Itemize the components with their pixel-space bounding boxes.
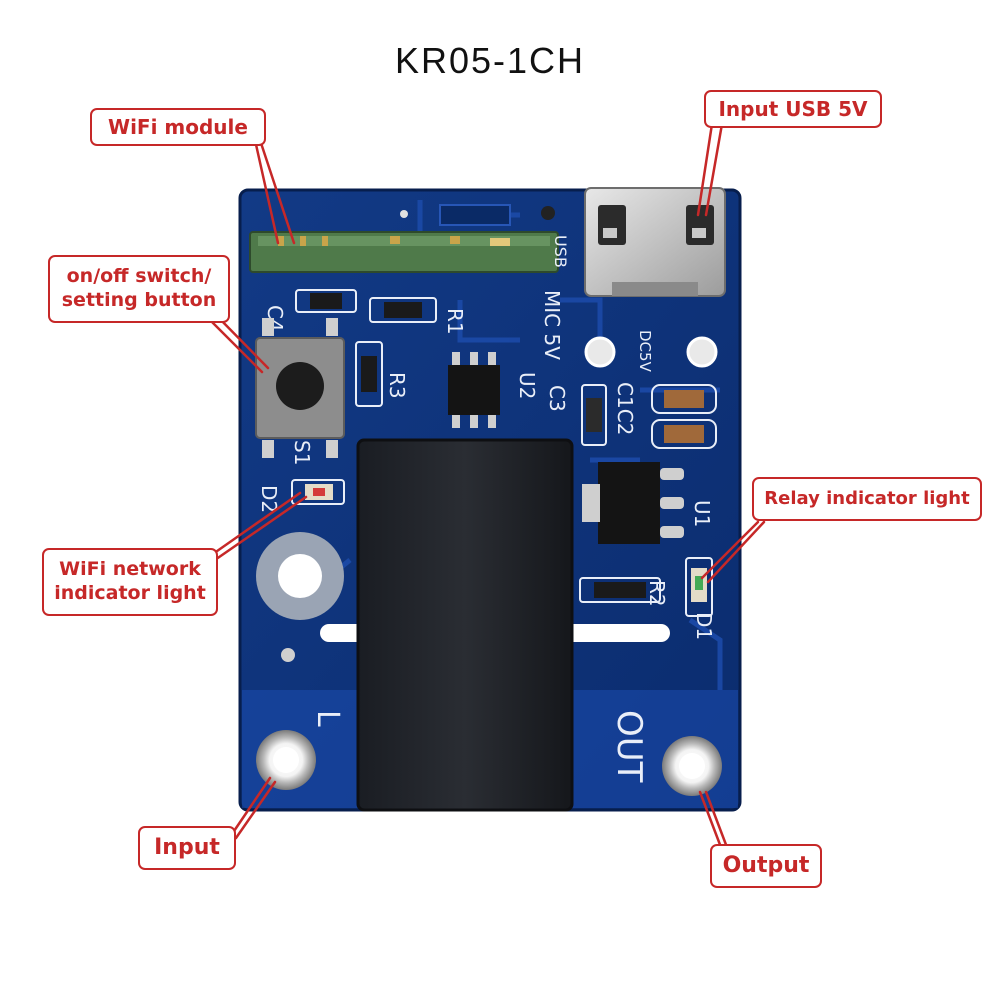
- callout-wifi-module-label: WiFi module: [108, 114, 248, 139]
- callout-input-label: Input: [154, 835, 220, 861]
- callout-input-usb: Input USB 5V: [704, 90, 882, 128]
- svg-text:R1: R1: [443, 308, 467, 335]
- usb-connector: [584, 187, 726, 297]
- callout-wifi-module: WiFi module: [90, 108, 266, 146]
- svg-text:DC5V: DC5V: [636, 330, 654, 373]
- callout-switch-line1: on/off switch/: [66, 265, 212, 288]
- callout-wifi-indicator-line1: WiFi network: [59, 558, 201, 581]
- input-terminal: [256, 730, 316, 790]
- svg-text:USB: USB: [551, 235, 570, 268]
- output-terminal: [662, 736, 722, 796]
- svg-text:OUT: OUT: [609, 710, 649, 783]
- callout-wifi-indicator-line2: indicator light: [54, 582, 206, 604]
- callout-wifi-indicator: WiFi network indicator light: [42, 548, 218, 616]
- svg-text:S1: S1: [290, 440, 314, 465]
- wifi-module: [249, 231, 559, 273]
- callout-output-label: Output: [722, 853, 810, 879]
- callout-input-usb-label: Input USB 5V: [718, 96, 868, 121]
- svg-text:L: L: [310, 710, 345, 727]
- callout-relay-indicator: Relay indicator light: [752, 477, 982, 521]
- svg-text:R3: R3: [385, 372, 409, 399]
- callout-switch-button: on/off switch/ setting button: [48, 255, 230, 323]
- callout-input: Input: [138, 826, 236, 870]
- svg-text:C1C2: C1C2: [613, 382, 637, 435]
- svg-text:C3: C3: [545, 385, 569, 412]
- svg-text:MIC 5V: MIC 5V: [540, 290, 564, 360]
- tact-switch: [255, 318, 345, 458]
- callout-switch-line2: setting button: [61, 289, 217, 311]
- svg-text:U1: U1: [690, 500, 714, 527]
- callout-output: Output: [710, 844, 822, 888]
- svg-text:U2: U2: [515, 372, 539, 399]
- relay: [356, 438, 574, 812]
- callout-relay-indicator-label: Relay indicator light: [764, 487, 970, 509]
- page-title: KR05-1CH: [394, 40, 586, 81]
- wifi-led: [291, 479, 345, 505]
